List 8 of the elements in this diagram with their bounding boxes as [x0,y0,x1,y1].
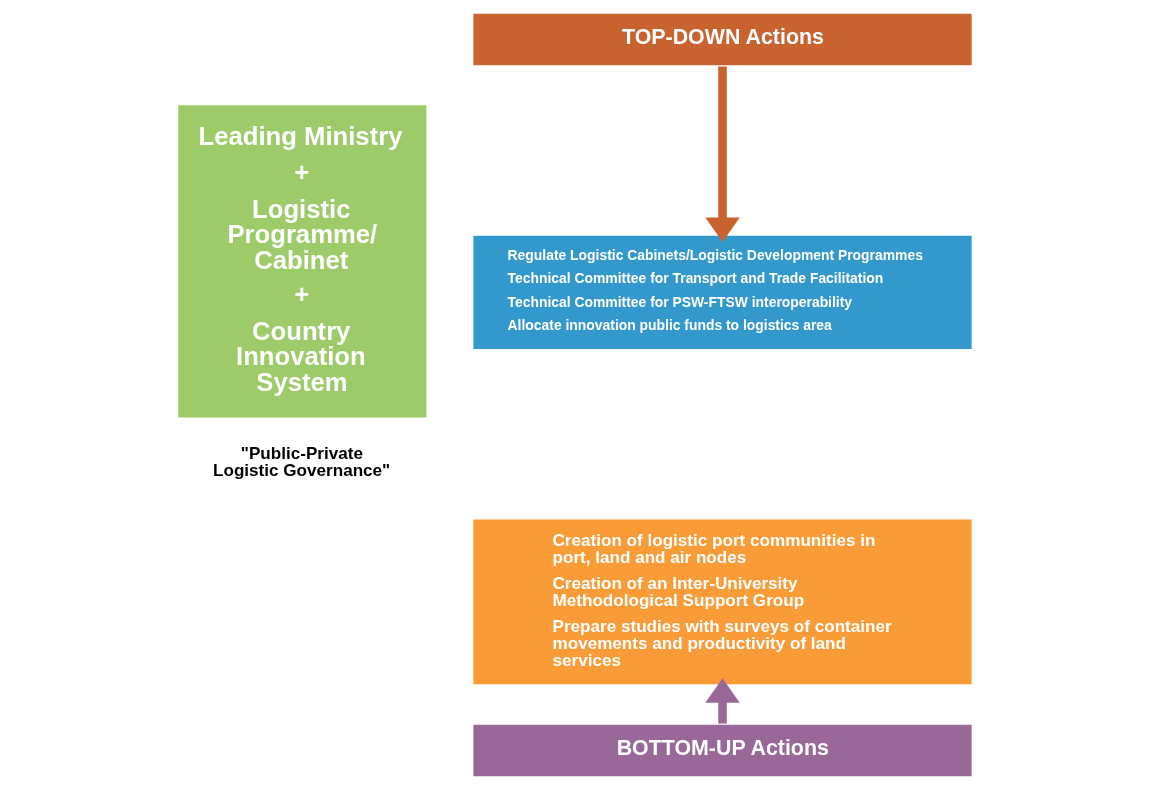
node-box: TOP-DOWN Actions [471,11,974,68]
node-box: Creation of logistic port communities in port, land and air nodes Creation of an Inter-University Methodological Support Group Prepare studies with surveys of container movements and productivity of land services [471,517,974,687]
node-box: Regulate Logistic Cabinets/Logistic Development Programmes Technical Committee for Transport and Trade Facilitation Technical Committee for PSW-FTSW interoperability Allocate innovation public funds to logistics area [471,233,974,352]
node-label: "Public-Private Logistic Governance" [213,443,391,481]
arrow [705,66,740,242]
node-box: BOTTOM-UP Actions [471,722,974,779]
node-box: Leading Ministry + Logistic Programme/ Cabinet + Country Innovation System [178,105,427,418]
arrow [705,678,740,724]
